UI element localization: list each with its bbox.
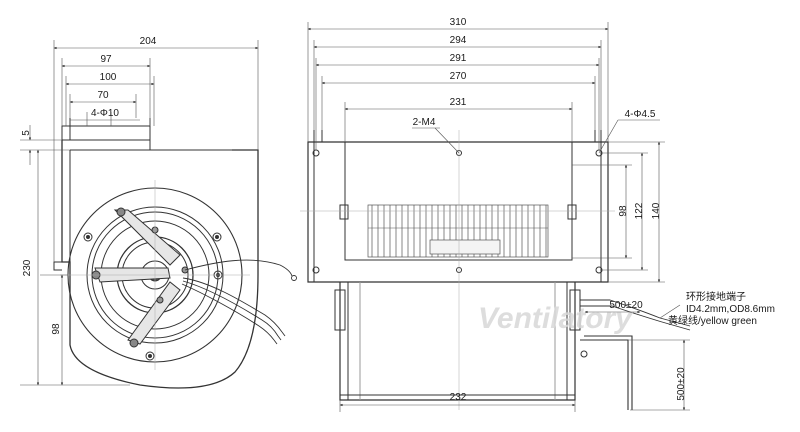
dim-231: 231 [450,97,467,108]
dim-270: 270 [450,71,467,82]
dim-98-right: 98 [618,205,629,217]
ground-note-line3: 黄绿线/yellow green [668,314,757,327]
dim-310: 310 [450,17,467,28]
motor-body [334,282,581,401]
dim-230: 230 [22,259,33,276]
flange-plate [307,130,609,283]
watermark: Ventilatory [478,302,633,335]
left-view-dimensions: 204 97 100 70 4-Φ10 5 230 98 [20,36,259,386]
scroll-housing [53,118,259,389]
ground-note-line2: ID4.2mm,OD8.6mm [686,304,775,315]
lead-wires [181,259,297,345]
dim-100: 100 [100,72,117,83]
impeller-blades [367,204,549,258]
dim-232: 232 [450,392,467,403]
mounting-holes [83,232,223,361]
left-view [53,118,297,389]
callout-2-m4: 2-M4 [413,117,436,128]
right-view-dimensions: 310 294 291 270 231 98 122 140 232 2-M4 … [307,17,775,412]
motor-bracket [91,207,189,348]
dim-204: 204 [140,36,157,47]
ground-note-line1: 环形接地端子 [686,290,746,303]
dim-70: 70 [97,90,109,101]
lead-length-horizontal: 500±20 [609,300,643,311]
callout-4-phi4-5: 4-Φ4.5 [625,109,656,120]
dim-4-phi10: 4-Φ10 [91,108,119,119]
dim-122: 122 [634,202,645,219]
dim-294: 294 [450,35,467,46]
dim-97: 97 [100,54,112,65]
dim-5: 5 [21,130,32,136]
dim-98-left: 98 [51,323,62,335]
lead-length-vertical: 500±20 [676,367,687,401]
dim-140: 140 [651,202,662,219]
dim-291: 291 [450,53,467,64]
